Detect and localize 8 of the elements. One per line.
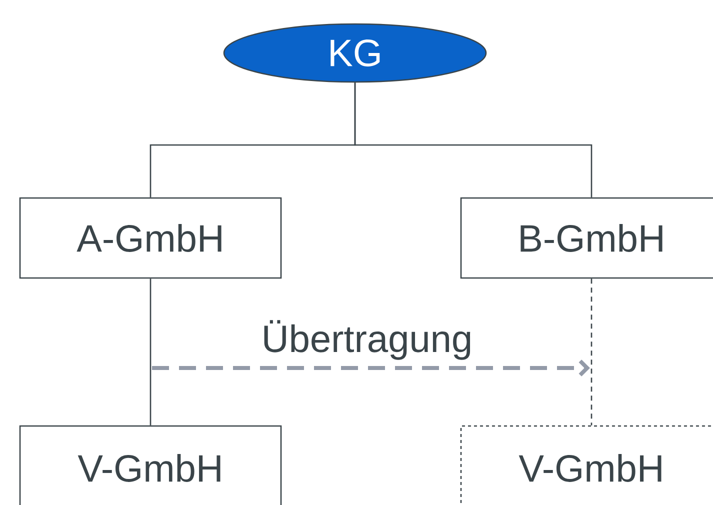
company-box: B-GmbH [460,197,713,279]
connector-line [150,278,152,426]
company-box: V-GmbH [19,425,282,505]
company-box: A-GmbH [19,197,282,279]
connector-line [354,82,592,198]
connector-line [590,278,592,426]
company-box: V-GmbH [460,425,713,505]
transfer-label: Übertragung [264,320,470,360]
